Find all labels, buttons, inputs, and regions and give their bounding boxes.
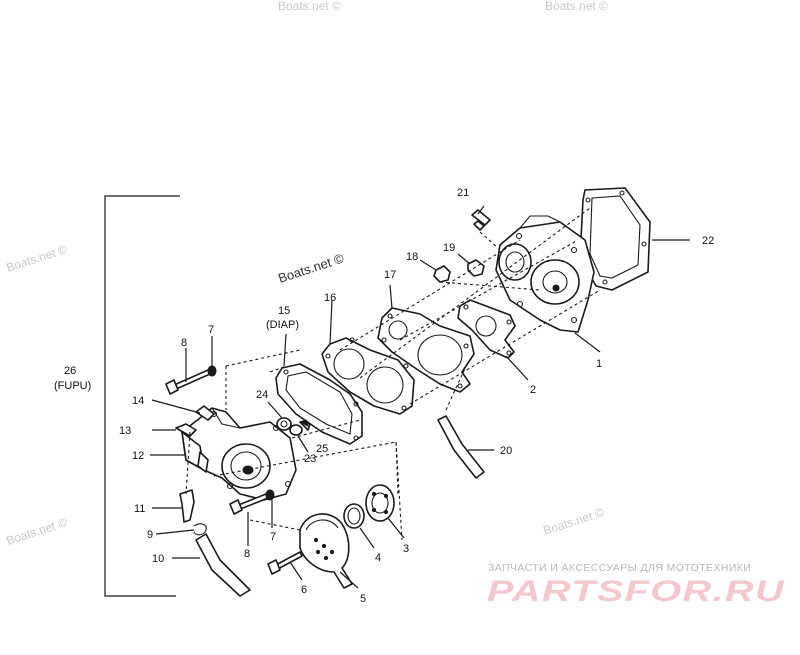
label-8-bottom: 8 bbox=[244, 548, 250, 560]
label-25: 25 bbox=[316, 443, 328, 455]
label-26-sub: (FUPU) bbox=[54, 380, 91, 392]
label-4: 4 bbox=[375, 552, 381, 564]
label-13: 13 bbox=[119, 425, 131, 437]
part-22-gasket bbox=[579, 187, 690, 291]
part-1-pump-body bbox=[495, 215, 601, 353]
part-4-ring bbox=[343, 503, 375, 549]
watermark-left: Boats.net © bbox=[5, 242, 69, 275]
part-25-pin bbox=[298, 419, 311, 431]
label-17: 17 bbox=[384, 269, 396, 281]
part-10-hose bbox=[172, 533, 251, 597]
label-14: 14 bbox=[132, 395, 144, 407]
watermark-top-right: Boats.net © bbox=[545, 0, 608, 13]
label-15: 15 bbox=[278, 305, 290, 317]
label-18: 18 bbox=[406, 251, 418, 263]
label-16: 16 bbox=[324, 292, 336, 304]
label-9: 9 bbox=[147, 529, 153, 541]
label-24: 24 bbox=[256, 389, 268, 401]
label-19: 19 bbox=[443, 242, 455, 254]
part-7-washer-bottom bbox=[265, 489, 275, 528]
callout-labels: 1 2 3 4 5 6 7 7 8 8 9 10 11 12 13 14 15 … bbox=[54, 187, 714, 605]
assembly-guide-lines bbox=[185, 207, 601, 541]
part-11-fitting bbox=[152, 489, 195, 523]
part-8-bolt-top bbox=[165, 348, 211, 395]
part-6-screw bbox=[267, 551, 303, 581]
watermark-top: Boats.net © bbox=[278, 0, 341, 13]
label-21: 21 bbox=[457, 187, 469, 199]
part-21-screw bbox=[471, 205, 491, 231]
label-10: 10 bbox=[152, 553, 164, 565]
part-20-hose bbox=[437, 415, 494, 479]
label-8-top: 8 bbox=[181, 337, 187, 349]
part-14-screw bbox=[151, 399, 215, 421]
label-2: 2 bbox=[530, 384, 536, 396]
label-1: 1 bbox=[596, 358, 602, 370]
brand-watermark: ЗАПЧАСТИ И АКСЕССУАРЫ ДЛЯ МОТОТЕХНИКИ PA… bbox=[487, 562, 785, 608]
part-23-spring bbox=[289, 424, 309, 453]
label-26: 26 bbox=[64, 365, 76, 377]
label-6: 6 bbox=[301, 584, 307, 596]
label-20: 20 bbox=[500, 445, 512, 457]
label-15-sub: (DIAP) bbox=[266, 319, 299, 331]
brand-logo: PARTSFOR.RU bbox=[487, 575, 785, 608]
label-12: 12 bbox=[132, 450, 144, 462]
part-16-gasket bbox=[321, 299, 415, 415]
label-22: 22 bbox=[702, 235, 714, 247]
assembly-bracket bbox=[104, 195, 180, 597]
brand-subtitle: ЗАПЧАСТИ И АКСЕССУАРЫ ДЛЯ МОТОТЕХНИКИ bbox=[488, 562, 751, 574]
part-13-screw bbox=[152, 423, 197, 437]
label-7-bottom: 7 bbox=[270, 531, 276, 543]
part-2-plate bbox=[457, 299, 529, 381]
label-5: 5 bbox=[360, 593, 366, 605]
watermark-bottom-right: Boats.net © bbox=[542, 505, 606, 538]
part-17-cover bbox=[377, 284, 475, 393]
part-12-housing bbox=[150, 407, 297, 501]
label-23: 23 bbox=[304, 453, 316, 465]
part-8-bolt-bottom bbox=[229, 493, 269, 546]
part-15-diaphragm bbox=[275, 333, 363, 445]
part-5-cup bbox=[299, 513, 359, 589]
part-3-valve-plate bbox=[365, 484, 405, 539]
part-24-oring bbox=[267, 401, 292, 431]
part-7-washer-top bbox=[207, 336, 217, 377]
label-3: 3 bbox=[403, 543, 409, 555]
label-7-top: 7 bbox=[208, 324, 214, 336]
watermark-bottom-left: Boats.net © bbox=[5, 515, 69, 548]
label-11: 11 bbox=[134, 503, 145, 515]
part-18-nut bbox=[419, 259, 451, 283]
part-9-clip bbox=[155, 523, 207, 536]
watermark-center: Boats.net © bbox=[276, 250, 346, 285]
